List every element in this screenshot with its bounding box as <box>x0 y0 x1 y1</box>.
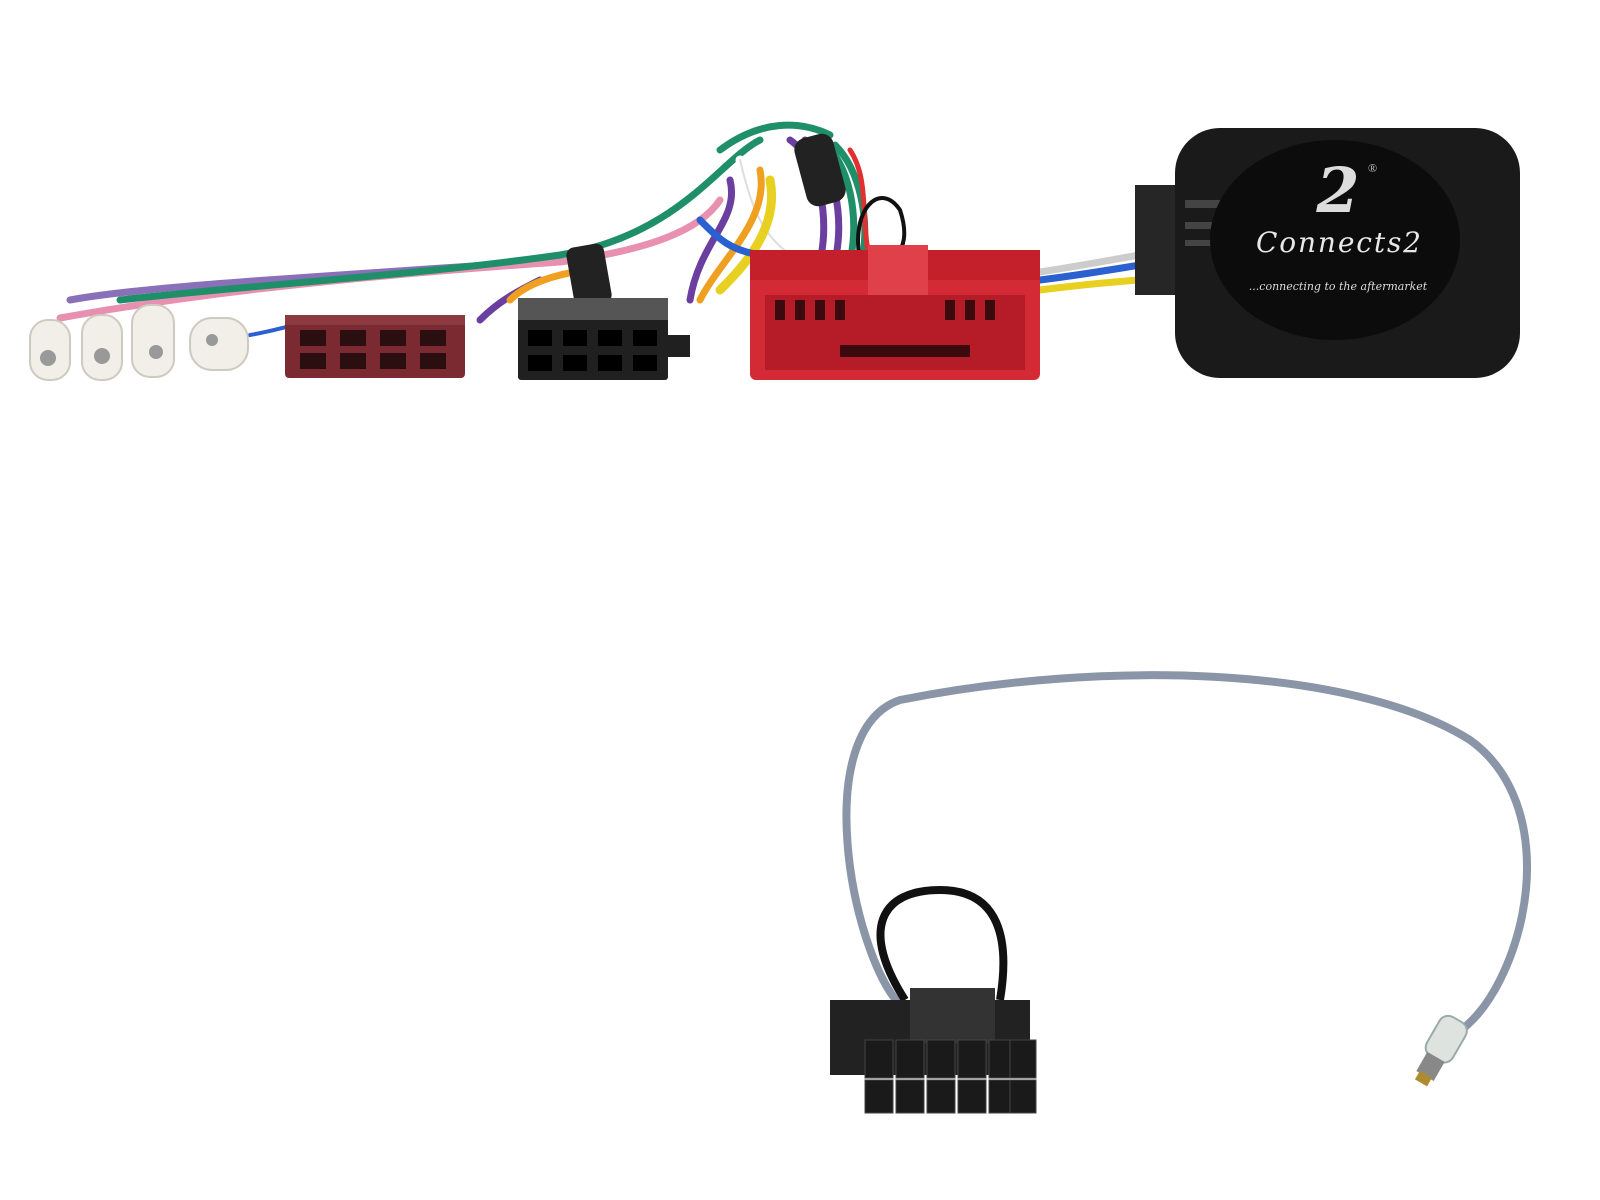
registered-mark: ® <box>1368 161 1377 175</box>
brand-tagline: ...connecting to the aftermarket <box>1249 280 1428 293</box>
interface-box: 2 ® Connects2 ...connecting to the after… <box>1135 128 1520 378</box>
black-iso-connector <box>518 298 690 380</box>
spade-terminals <box>29 304 249 381</box>
wire-bundle <box>56 121 1144 337</box>
patch-lead-12-pin-connector <box>830 885 1037 1114</box>
antenna-adapter-lead <box>842 671 1531 1087</box>
logo-mark: 2 <box>1315 154 1359 227</box>
brand-logo: Connects2 <box>1256 226 1421 259</box>
brown-iso-connector <box>285 315 465 378</box>
red-multi-pin-connector <box>750 245 1040 380</box>
